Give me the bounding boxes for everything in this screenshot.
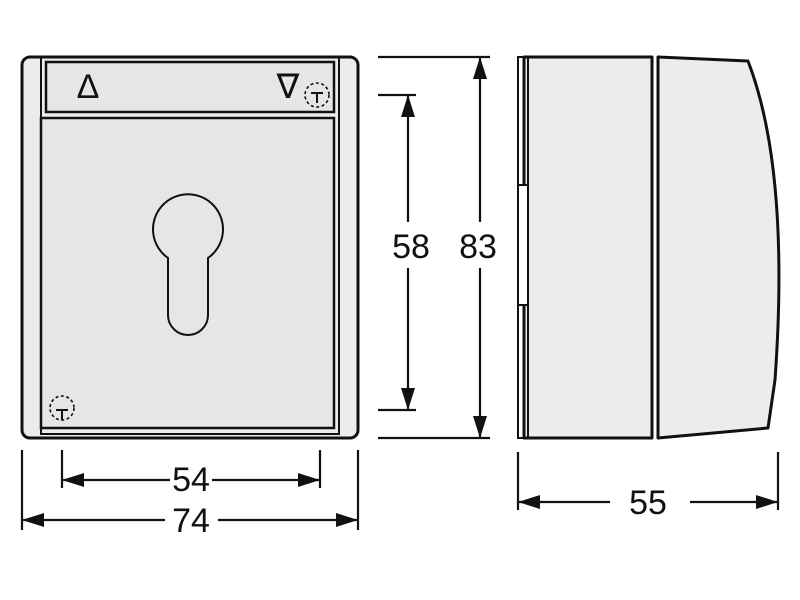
- cover-panel: [39, 116, 336, 430]
- front-view: Δ ∇: [20, 55, 360, 440]
- dimension-58: 58: [378, 93, 430, 412]
- dimension-label-74: 74: [172, 502, 210, 540]
- down-symbol: ∇: [276, 68, 300, 106]
- arrowhead: [401, 388, 415, 410]
- arrowhead: [473, 57, 487, 79]
- dimension-label-55: 55: [629, 484, 667, 522]
- arrowhead: [62, 473, 84, 487]
- dimension-label-83: 83: [459, 228, 497, 266]
- dimension-label-54: 54: [172, 461, 210, 499]
- label-strip: [44, 60, 336, 114]
- arrowhead: [298, 473, 320, 487]
- arrowhead: [401, 95, 415, 117]
- side-cover-curve: [656, 55, 781, 440]
- arrowhead: [336, 513, 358, 527]
- screw-mark-bottom-icon: [49, 395, 75, 421]
- arrowhead: [756, 495, 778, 509]
- side-view: [517, 55, 781, 440]
- up-symbol: Δ: [77, 68, 100, 106]
- keyhole-icon: [152, 193, 224, 336]
- dimension-83: 83: [378, 55, 497, 440]
- screw-mark-top-icon: [304, 82, 330, 108]
- dimension-label-58: 58: [392, 228, 430, 266]
- arrowhead: [473, 416, 487, 438]
- side-groove-top: [517, 184, 529, 306]
- dimension-54: 54: [60, 450, 322, 499]
- arrowhead: [22, 513, 44, 527]
- arrowhead: [518, 495, 540, 509]
- dimension-55: 55: [516, 452, 780, 522]
- side-body: [522, 55, 654, 440]
- dimension-74: 74: [20, 450, 360, 540]
